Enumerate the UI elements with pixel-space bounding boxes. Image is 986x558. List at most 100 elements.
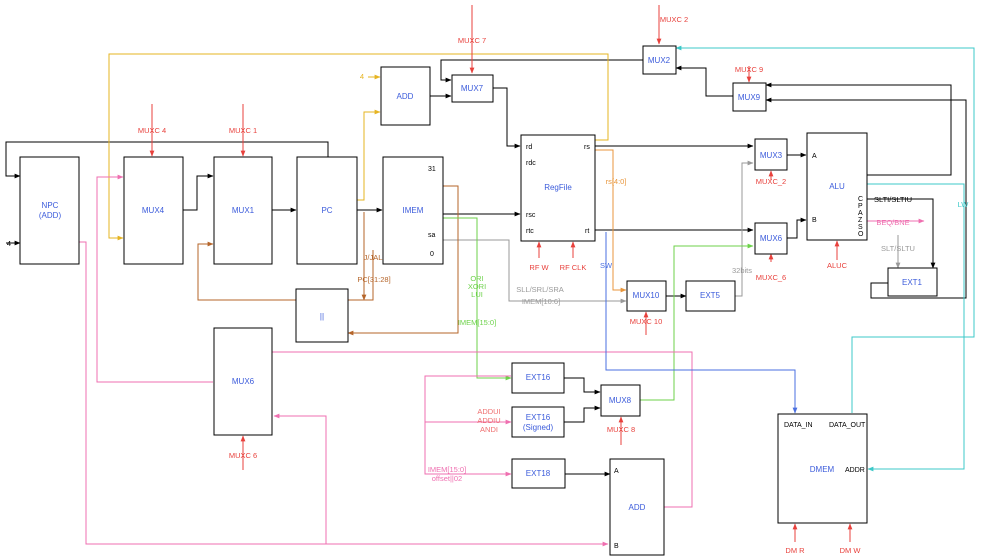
mux10-block: MUX10 bbox=[626, 280, 667, 312]
svg-text:ADD: ADD bbox=[397, 92, 414, 101]
svg-text:rtc: rtc bbox=[526, 228, 534, 235]
svg-text:MUX6: MUX6 bbox=[760, 234, 783, 243]
add-top-block: ADD bbox=[380, 66, 431, 126]
svg-text:DMEM: DMEM bbox=[810, 465, 835, 474]
four-top-label: 4 bbox=[360, 72, 364, 81]
addui-label: ADDUI bbox=[477, 407, 500, 416]
rs-4-0-label: rs[4:0] bbox=[606, 177, 627, 186]
svg-text:MUX10: MUX10 bbox=[633, 291, 660, 300]
svg-text:EXT18: EXT18 bbox=[526, 469, 551, 478]
svg-text:DATA_IN: DATA_IN bbox=[784, 422, 813, 429]
alu-block: ALU A B C P A Z S O bbox=[806, 132, 868, 241]
wire-ext16s-to-mux8 bbox=[564, 405, 601, 423]
lw-label: LW bbox=[958, 200, 970, 209]
wire-imem-to-ext16 bbox=[443, 217, 512, 381]
dm-w-label: DM W bbox=[840, 546, 862, 555]
wire-imem-to-ext18 bbox=[424, 375, 511, 422]
svg-text:ALU: ALU bbox=[829, 182, 845, 191]
shift-label: SLL/SRL/SRA bbox=[516, 285, 564, 294]
svg-text:MUX2: MUX2 bbox=[648, 56, 671, 65]
svg-text:31: 31 bbox=[428, 166, 436, 173]
svg-text:C: C bbox=[858, 196, 863, 203]
wire-rs40-to-mux10 bbox=[595, 149, 627, 293]
wire-loop-to-mux6 bbox=[273, 413, 327, 544]
muxc2-top-label: MUXC 2 bbox=[660, 15, 688, 24]
muxc6-alu-label: MUXC_6 bbox=[756, 273, 786, 282]
npc-block: NPC (ADD) bbox=[19, 156, 80, 265]
mux3-block: MUX3 bbox=[754, 138, 788, 171]
wire-ext1-to-mux9 bbox=[765, 97, 967, 299]
muxc1-label: MUXC 1 bbox=[229, 126, 257, 135]
j-jal-label: J/JAL bbox=[364, 253, 383, 262]
svg-text:P: P bbox=[858, 203, 863, 210]
mux2-block: MUX2 bbox=[642, 45, 677, 75]
pc-block: PC bbox=[296, 156, 358, 265]
wire-mux6-to-mux4 bbox=[96, 174, 213, 383]
mux4-block: MUX4 bbox=[123, 156, 184, 265]
muxc8-label: MUXC 8 bbox=[607, 425, 635, 434]
svg-text:NPC: NPC bbox=[42, 201, 59, 210]
lui-label: LUI bbox=[471, 290, 483, 299]
mux7-block: MUX7 bbox=[451, 74, 494, 103]
svg-text:(Signed): (Signed) bbox=[523, 423, 554, 432]
control-labels: MUXC 4 MUXC 1 MUXC 7 MUXC 2 MUXC 9 RF W … bbox=[138, 15, 862, 555]
muxc6-left-label: MUXC 6 bbox=[229, 451, 257, 460]
muxc4-label: MUXC 4 bbox=[138, 126, 166, 135]
svg-text:RegFile: RegFile bbox=[544, 183, 572, 192]
wire-npc-to-add-b bbox=[79, 241, 609, 547]
ext18-block: EXT18 bbox=[511, 458, 566, 489]
wire-add-to-mux4 bbox=[272, 351, 693, 508]
svg-text:sa: sa bbox=[428, 232, 436, 239]
svg-text:MUX6: MUX6 bbox=[232, 377, 255, 386]
slti-label: SLTI/SLTIU bbox=[874, 195, 912, 204]
svg-text:A: A bbox=[614, 468, 619, 475]
regfile-block: RegFile rd rdc rsc rtc rs rt bbox=[520, 134, 596, 242]
svg-text:MUX3: MUX3 bbox=[760, 151, 783, 160]
concat-block: || bbox=[295, 288, 349, 343]
svg-text:IMEM: IMEM bbox=[403, 206, 424, 215]
svg-text:A: A bbox=[858, 210, 863, 217]
wire-offset-to-ext18 bbox=[424, 422, 512, 477]
slt-label: SLT/SLTU bbox=[881, 244, 915, 253]
svg-text:ADD: ADD bbox=[629, 503, 646, 512]
wire-sw-to-dmem bbox=[605, 232, 798, 414]
svg-text:B: B bbox=[812, 217, 817, 224]
ext5-block: EXT5 bbox=[685, 280, 736, 312]
svg-text:MUX8: MUX8 bbox=[609, 396, 632, 405]
wire-mux4-to-mux1 bbox=[183, 173, 214, 211]
svg-text:rdc: rdc bbox=[526, 160, 536, 167]
svg-text:DATA_OUT: DATA_OUT bbox=[829, 422, 866, 429]
svg-text:rs: rs bbox=[584, 144, 590, 151]
imem-block: IMEM 31 sa 0 bbox=[382, 156, 444, 265]
svg-text:rd: rd bbox=[526, 144, 532, 151]
four-left-label: 4 bbox=[7, 239, 11, 248]
pc-bits-label: PC[31:28] bbox=[357, 275, 390, 284]
wire-ext16-to-mux8 bbox=[564, 377, 601, 395]
imem-offset-label: IMEM[15:0] bbox=[428, 465, 466, 474]
mux6-left-block: MUX6 bbox=[213, 327, 273, 436]
wire-labels: 4 4 J/JAL PC[31:28] ORI XORI LUI IMEM[15… bbox=[7, 72, 969, 483]
svg-text:B: B bbox=[614, 543, 619, 550]
svg-text:0: 0 bbox=[430, 251, 434, 258]
ext1-block: EXT1 bbox=[887, 267, 938, 297]
svg-text:(ADD): (ADD) bbox=[39, 211, 62, 220]
svg-text:||: || bbox=[320, 312, 324, 321]
svg-text:A: A bbox=[812, 153, 817, 160]
svg-text:O: O bbox=[858, 231, 864, 238]
svg-text:EXT5: EXT5 bbox=[700, 291, 721, 300]
xori-label: XORI bbox=[468, 282, 486, 291]
svg-text:ADDR: ADDR bbox=[845, 467, 865, 474]
wire-pc-to-add bbox=[357, 109, 381, 201]
imem-10-6-label: IMEM[10:6] bbox=[522, 297, 560, 306]
mux9-block: MUX9 bbox=[732, 82, 767, 112]
wire-mux6-to-alu bbox=[787, 217, 807, 239]
svg-text:PC: PC bbox=[321, 206, 332, 215]
dm-r-label: DM R bbox=[785, 546, 805, 555]
mux6-alu-block: MUX6 bbox=[754, 222, 788, 255]
aluc-label: ALUC bbox=[827, 261, 848, 270]
dmem-block: DMEM DATA_IN DATA_OUT ADDR bbox=[777, 413, 868, 524]
wire-mux2-to-mux7 bbox=[440, 59, 643, 83]
mux8-block: MUX8 bbox=[600, 384, 641, 417]
ext16-block: EXT16 bbox=[511, 362, 565, 394]
